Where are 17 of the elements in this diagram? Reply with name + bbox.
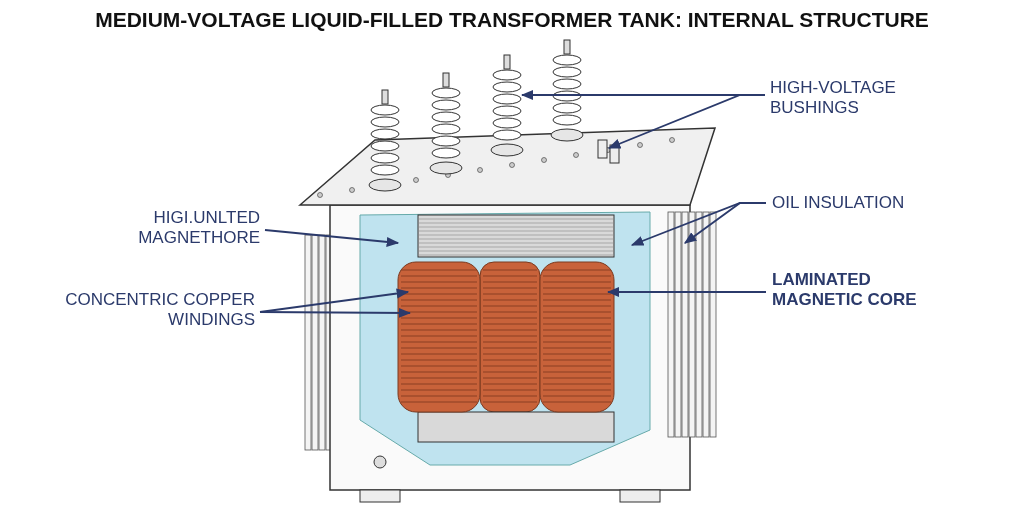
leader-line (264, 229, 400, 247)
callout-label: HIGI.UNLTED MAGNETHORE (60, 208, 260, 248)
leader-line (607, 94, 766, 149)
callout-label: LAMINATED MAGNETIC CORE (772, 270, 952, 310)
copper-coil (397, 261, 481, 413)
leader-line (259, 307, 412, 318)
copper-coil (539, 261, 615, 413)
oil-volume (359, 211, 651, 466)
terminal (597, 139, 620, 164)
callout-label: CONCENTRIC COPPER WINDINGS (40, 290, 255, 330)
leader-line (606, 286, 767, 298)
diagram-title: MEDIUM-VOLTAGE LIQUID-FILLED TRANSFORMER TANK: INTERNAL STRUCTURE (94, 8, 930, 32)
bushing (490, 54, 524, 157)
radiator-fins (667, 211, 717, 438)
leader-line (684, 202, 767, 244)
callout-label: OIL INSULATION (772, 193, 952, 213)
callout-label: HIGH-VOLTAGE BUSHINGS (770, 78, 950, 118)
